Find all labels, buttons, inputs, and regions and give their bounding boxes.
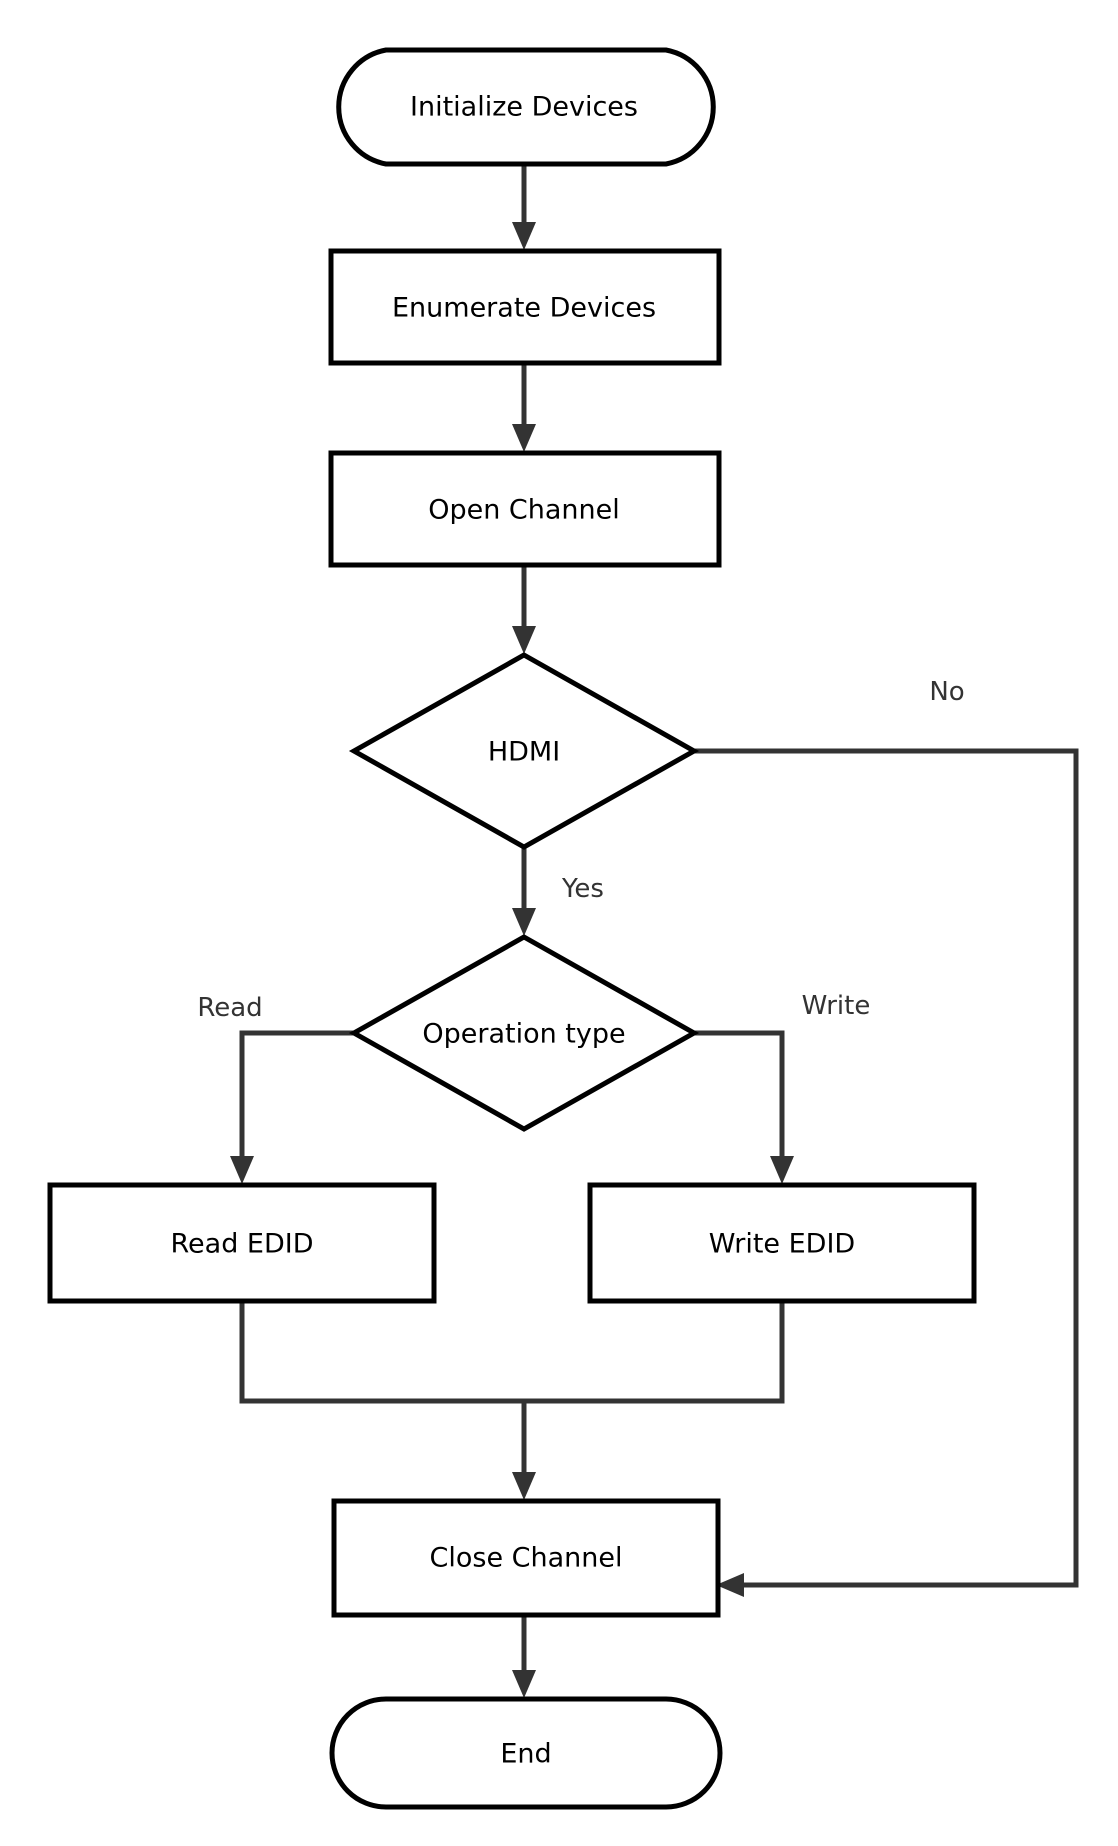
operation-diamond — [348, 934, 700, 1132]
connector-operation-read — [239, 1030, 354, 1160]
hdmi-diamond — [348, 652, 700, 850]
edge-label-write: Write — [802, 991, 871, 1021]
close-label: Close Channel — [430, 1543, 623, 1574]
arrowhead — [512, 424, 536, 452]
close-box — [331, 1498, 721, 1618]
open-box — [328, 450, 722, 568]
arrowhead — [512, 1472, 536, 1500]
write-node: Write EDID — [587, 1182, 977, 1304]
write-box — [587, 1182, 977, 1304]
start-label: Initialize Devices — [410, 92, 638, 123]
arrowhead — [512, 626, 536, 654]
enumerate-node: Enumerate Devices — [328, 248, 722, 366]
start-terminator — [336, 47, 716, 167]
arrowhead — [716, 1573, 744, 1597]
open-label: Open Channel — [428, 495, 620, 526]
write-label: Write EDID — [709, 1229, 855, 1260]
enumerate-label: Enumerate Devices — [392, 293, 656, 324]
edge-label-no: No — [929, 677, 964, 707]
end-label: End — [500, 1739, 551, 1770]
arrowhead — [230, 1156, 254, 1184]
start-node: Initialize Devices — [336, 47, 716, 167]
close-node: Close Channel — [331, 1498, 721, 1618]
connectors — [230, 162, 1079, 1698]
end-node: End — [329, 1696, 723, 1810]
read-box — [47, 1182, 437, 1304]
open-node: Open Channel — [328, 450, 722, 568]
enumerate-box — [328, 248, 722, 366]
connector-operation-write — [694, 1030, 785, 1160]
read-node: Read EDID — [47, 1182, 437, 1304]
edge-label-read: Read — [197, 993, 262, 1023]
operation-decision: Operation type — [348, 934, 700, 1132]
end-terminator — [329, 1696, 723, 1810]
arrowhead — [512, 908, 536, 936]
read-label: Read EDID — [170, 1229, 313, 1260]
operation-label: Operation type — [422, 1019, 625, 1050]
hdmi-decision: HDMI — [348, 652, 700, 850]
edge-label-yes: Yes — [561, 874, 604, 904]
arrowhead — [512, 222, 536, 250]
arrowhead — [512, 1670, 536, 1698]
edge-labels: No Yes Read Write — [197, 677, 964, 1023]
hdmi-label: HDMI — [488, 737, 560, 768]
connector-hdmi-no — [694, 748, 1079, 1588]
connector-read-write-merge — [239, 1302, 785, 1404]
arrowhead — [770, 1156, 794, 1184]
